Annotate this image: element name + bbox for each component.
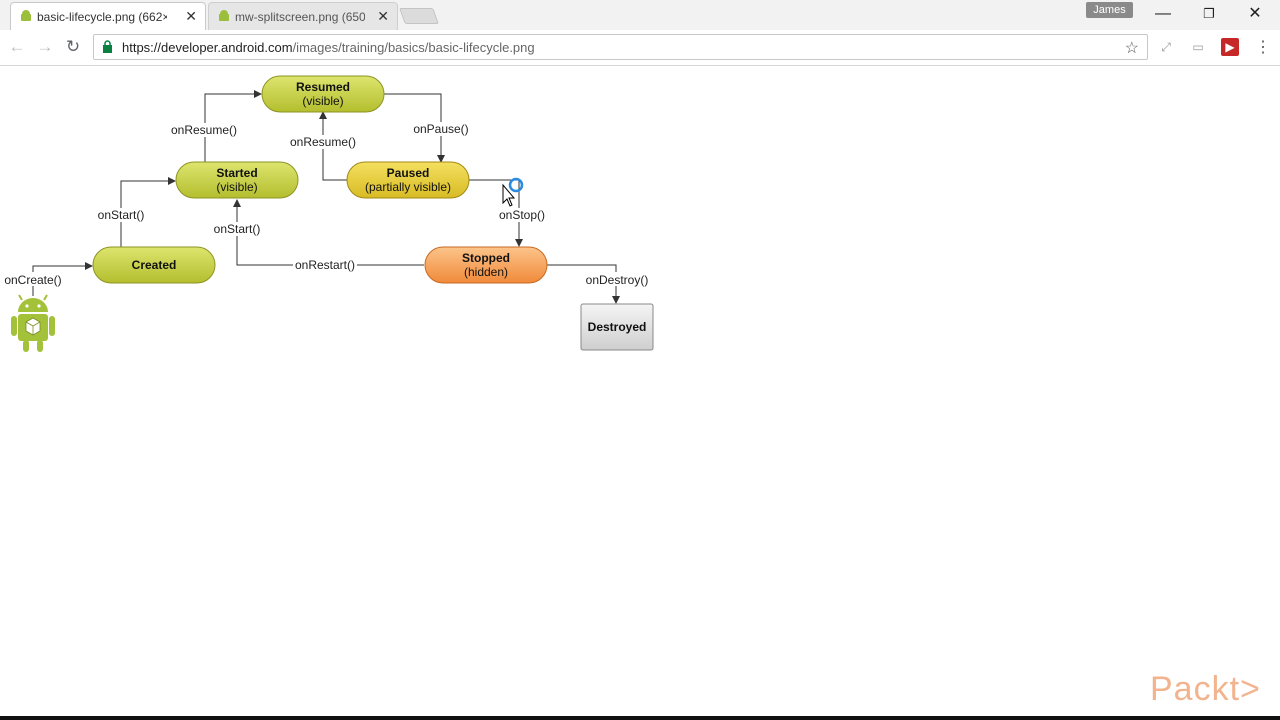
state-paused: Paused (partially visible) xyxy=(346,161,470,199)
android-favicon-icon xyxy=(21,10,31,21)
url-host: https://developer.android.com xyxy=(122,40,293,55)
label-onstop: onStop() xyxy=(499,208,545,222)
state-started: Started (visible) xyxy=(175,161,299,199)
label-onrestart: onRestart() xyxy=(295,258,355,272)
label-onpause: onPause() xyxy=(413,122,468,136)
tab-close-icon[interactable]: ✕ xyxy=(185,8,197,24)
lock-icon xyxy=(103,40,112,53)
label-onstart-1: onStart() xyxy=(98,208,145,222)
edge-ondestroy xyxy=(547,264,620,304)
back-button[interactable]: ← xyxy=(6,36,28,58)
profile-button[interactable]: James xyxy=(1086,2,1133,18)
extension-icon[interactable]: ⤢ xyxy=(1161,40,1171,54)
mouse-cursor-icon xyxy=(502,177,524,207)
browser-tab-strip: basic-lifecycle.png (662× ✕ mw-splitscre… xyxy=(0,0,1280,30)
android-favicon-icon xyxy=(219,10,229,21)
state-started-name: Started xyxy=(216,166,257,180)
bookmark-star-icon[interactable]: ☆ xyxy=(1124,40,1139,57)
state-created-name: Created xyxy=(132,258,177,272)
state-stopped-sub: (hidden) xyxy=(464,265,508,279)
edge-onrestart xyxy=(233,199,424,266)
edge-onresume-1 xyxy=(204,90,262,162)
state-resumed-sub: (visible) xyxy=(302,94,343,108)
new-tab-button[interactable] xyxy=(399,8,439,24)
state-created: Created xyxy=(92,246,216,284)
state-paused-sub: (partially visible) xyxy=(365,180,451,194)
state-resumed: Resumed (visible) xyxy=(261,75,385,113)
activity-lifecycle-diagram: onCreate() onStart() onResume() onPause(… xyxy=(3,75,654,352)
state-stopped-name: Stopped xyxy=(462,251,510,265)
arrow-right-icon: → xyxy=(36,37,54,56)
android-robot-icon xyxy=(11,294,55,352)
label-oncreate: onCreate() xyxy=(4,273,61,287)
minimize-button[interactable]: — xyxy=(1155,5,1171,22)
video-extension-icon[interactable]: ▶ xyxy=(1221,38,1239,56)
label-onresume-2: onResume() xyxy=(290,135,356,149)
label-onresume-1: onResume() xyxy=(171,123,237,137)
state-stopped: Stopped (hidden) xyxy=(424,246,548,284)
state-paused-name: Paused xyxy=(387,166,430,180)
tab-mw-splitscreen[interactable]: mw-splitscreen.png (650 ✕ xyxy=(208,2,398,30)
edge-onresume-2 xyxy=(319,111,347,181)
tab-close-icon[interactable]: ✕ xyxy=(377,8,389,24)
state-destroyed: Destroyed xyxy=(580,303,654,351)
close-window-button[interactable]: ✕ xyxy=(1248,5,1262,22)
edge-labels: onCreate() onStart() onResume() onPause(… xyxy=(3,122,650,287)
tab-title: basic-lifecycle.png (662× xyxy=(37,9,167,24)
bottom-border xyxy=(0,716,1280,720)
label-onstart-2: onStart() xyxy=(214,222,261,236)
edge-onstart-1 xyxy=(120,177,176,247)
state-started-sub: (visible) xyxy=(216,180,257,194)
browser-menu-icon[interactable]: ⋮ xyxy=(1255,39,1271,56)
arrow-left-icon: ← xyxy=(8,37,26,56)
restore-button[interactable]: ❐ xyxy=(1203,6,1215,21)
reload-icon: ↻ xyxy=(65,37,81,56)
state-destroyed-name: Destroyed xyxy=(588,320,647,334)
label-ondestroy: onDestroy() xyxy=(586,273,649,287)
tab-basic-lifecycle[interactable]: basic-lifecycle.png (662× ✕ xyxy=(10,2,206,30)
tab-title: mw-splitscreen.png (650 xyxy=(235,9,365,24)
cast-icon[interactable]: ▭ xyxy=(1192,40,1204,54)
state-resumed-name: Resumed xyxy=(296,80,350,94)
packt-logo: Packt> xyxy=(1150,670,1261,708)
edge-onpause xyxy=(384,93,445,163)
reload-button[interactable]: ↻ xyxy=(62,36,84,58)
url-text: https://developer.android.com/images/tra… xyxy=(122,40,535,55)
forward-button[interactable]: → xyxy=(34,36,56,58)
address-bar[interactable]: https://developer.android.com/images/tra… xyxy=(93,34,1148,60)
url-path: /images/training/basics/basic-lifecycle.… xyxy=(292,40,535,55)
browser-toolbar: ← → ↻ https://developer.android.com/imag… xyxy=(0,30,1280,66)
